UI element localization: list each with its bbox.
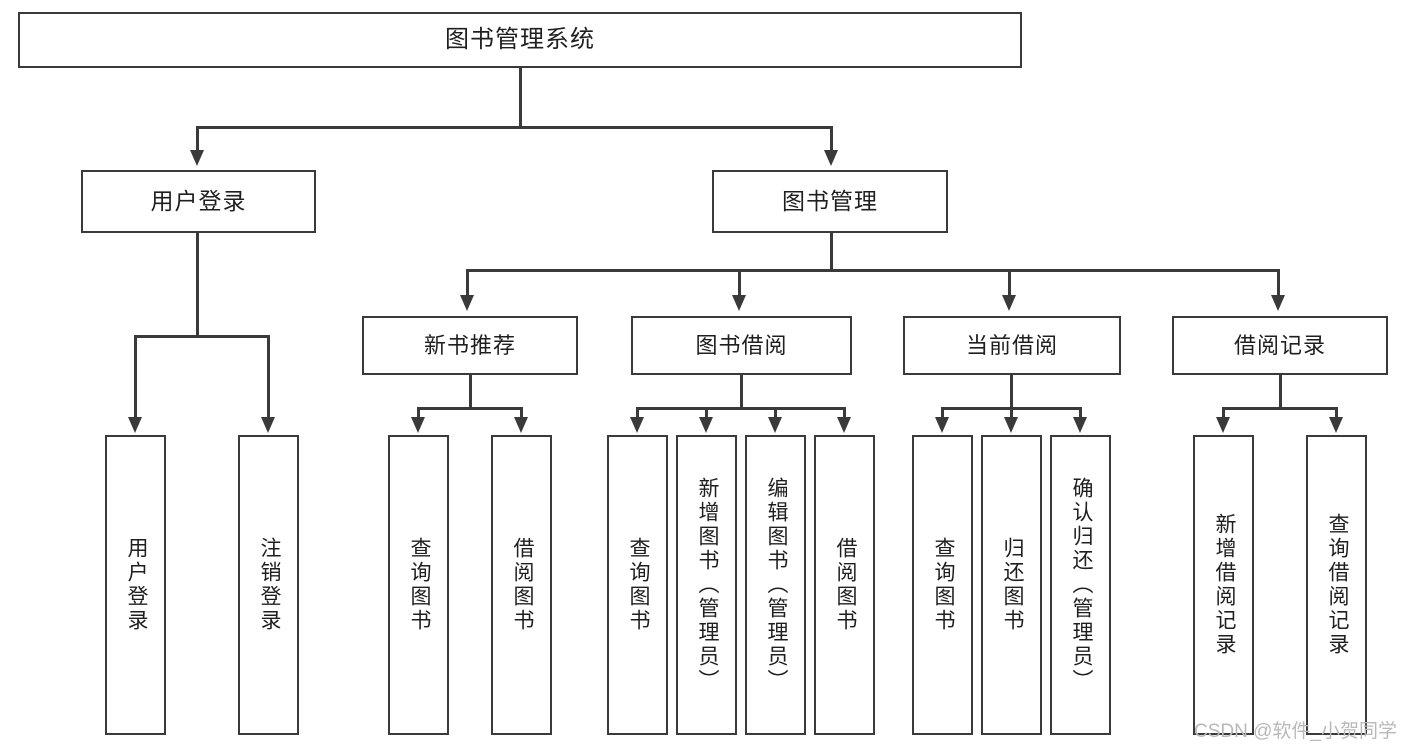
connector-new-book-bar — [417, 407, 523, 410]
connector-book-borrow-leaf-2 — [774, 407, 777, 419]
connector-new-book-leaf-0 — [417, 407, 420, 419]
connector-user-login-stem — [196, 233, 199, 335]
connector-user-login-leaf-1 — [267, 335, 270, 419]
connector-to-borrow-record — [1277, 269, 1280, 297]
arrow-borrow-record-leaf-1 — [1329, 417, 1343, 433]
leaf-book-borrow-2[interactable]: 编辑图书（管理员） — [745, 435, 806, 735]
node-current-borrow[interactable]: 当前借阅 — [903, 316, 1121, 375]
arrow-to-book-manage — [824, 150, 838, 166]
node-label: 查询图书 — [626, 537, 650, 633]
arrow-new-book-leaf-0 — [411, 417, 425, 433]
connector-to-book-borrow — [738, 269, 741, 297]
leaf-borrow-record-0[interactable]: 新增借阅记录 — [1193, 435, 1254, 735]
arrow-current-borrow-leaf-0 — [935, 417, 949, 433]
node-label: 借阅图书 — [510, 537, 534, 633]
leaf-user-login-0[interactable]: 用户登录 — [105, 435, 166, 735]
node-label: 图书管理 — [782, 188, 878, 215]
arrow-user-login-leaf-1 — [261, 417, 275, 433]
connector-new-book-leaf-1 — [520, 407, 523, 419]
node-label: 编辑图书（管理员） — [764, 477, 788, 693]
arrow-current-borrow-leaf-1 — [1004, 417, 1018, 433]
connector-book-borrow-bar — [636, 407, 846, 410]
connector-borrow-record-stem — [1279, 375, 1282, 407]
node-borrow-record[interactable]: 借阅记录 — [1172, 316, 1388, 375]
node-new-book-recommend[interactable]: 新书推荐 — [362, 316, 578, 375]
arrow-to-book-borrow — [732, 295, 746, 311]
connector-user-login-bar — [134, 335, 270, 338]
arrow-new-book-leaf-1 — [514, 417, 528, 433]
node-label: 查询借阅记录 — [1325, 513, 1349, 657]
node-root-system[interactable]: 图书管理系统 — [18, 12, 1022, 68]
arrow-book-borrow-leaf-2 — [768, 417, 782, 433]
arrow-book-borrow-leaf-0 — [630, 417, 644, 433]
node-label: 查询图书 — [407, 537, 431, 633]
node-label: 图书管理系统 — [445, 26, 595, 54]
leaf-book-borrow-3[interactable]: 借阅图书 — [814, 435, 875, 735]
arrow-to-current-borrow — [1002, 295, 1016, 311]
connector-user-login-leaf-0 — [134, 335, 137, 419]
connector-root-bar — [196, 126, 833, 129]
leaf-book-borrow-0[interactable]: 查询图书 — [607, 435, 668, 735]
connector-book-manage-bar — [466, 269, 1280, 272]
arrow-borrow-record-leaf-0 — [1216, 417, 1230, 433]
arrow-to-borrow-record — [1271, 295, 1285, 311]
leaf-book-borrow-1[interactable]: 新增图书（管理员） — [676, 435, 737, 735]
connector-book-borrow-leaf-1 — [705, 407, 708, 419]
node-label: 借阅记录 — [1233, 332, 1326, 358]
connector-current-borrow-leaf-2 — [1079, 407, 1082, 419]
node-book-manage[interactable]: 图书管理 — [712, 170, 948, 233]
connector-to-current-borrow — [1008, 269, 1011, 297]
node-label: 新增图书（管理员） — [695, 477, 719, 693]
node-label: 新书推荐 — [423, 332, 516, 358]
connector-new-book-stem — [469, 375, 472, 407]
connector-book-manage-stem — [830, 233, 833, 269]
node-label: 归还图书 — [1000, 537, 1024, 633]
connector-root-to-user-login — [196, 126, 199, 152]
arrow-book-borrow-leaf-1 — [699, 417, 713, 433]
leaf-current-borrow-0[interactable]: 查询图书 — [912, 435, 973, 735]
leaf-borrow-record-1[interactable]: 查询借阅记录 — [1306, 435, 1367, 735]
connector-root-to-book-manage — [830, 126, 833, 152]
node-label: 图书借阅 — [695, 332, 788, 358]
node-label: 查询图书 — [931, 537, 955, 633]
leaf-current-borrow-2[interactable]: 确认归还（管理员） — [1050, 435, 1111, 735]
connector-to-new-book — [466, 269, 469, 297]
node-label: 注销登录 — [257, 537, 281, 633]
node-label: 用户登录 — [124, 537, 148, 633]
connector-current-borrow-stem — [1010, 375, 1013, 407]
connector-root-stem — [519, 68, 522, 126]
arrow-current-borrow-leaf-2 — [1073, 417, 1087, 433]
connector-current-borrow-leaf-1 — [1010, 407, 1013, 419]
watermark-text: CSDN @软件_小贺同学 — [1194, 721, 1397, 742]
node-label: 借阅图书 — [833, 537, 857, 633]
leaf-user-login-1[interactable]: 注销登录 — [238, 435, 299, 735]
connector-borrow-record-leaf-1 — [1335, 407, 1338, 419]
leaf-new-book-0[interactable]: 查询图书 — [388, 435, 449, 735]
connector-book-borrow-leaf-0 — [636, 407, 639, 419]
node-label: 用户登录 — [150, 188, 247, 215]
connector-borrow-record-leaf-0 — [1222, 407, 1225, 419]
arrow-book-borrow-leaf-3 — [837, 417, 851, 433]
connector-book-borrow-leaf-3 — [843, 407, 846, 419]
leaf-new-book-1[interactable]: 借阅图书 — [491, 435, 552, 735]
node-label: 当前借阅 — [965, 332, 1058, 358]
node-user-login[interactable]: 用户登录 — [81, 170, 316, 233]
node-label: 确认归还（管理员） — [1069, 477, 1093, 693]
arrow-to-new-book — [460, 295, 474, 311]
node-label: 新增借阅记录 — [1212, 513, 1236, 657]
arrow-to-user-login — [190, 150, 204, 166]
leaf-current-borrow-1[interactable]: 归还图书 — [981, 435, 1042, 735]
arrow-user-login-leaf-0 — [128, 417, 142, 433]
node-book-borrow[interactable]: 图书借阅 — [631, 316, 852, 375]
connector-book-borrow-stem — [740, 375, 743, 407]
connector-borrow-record-bar — [1222, 407, 1338, 410]
connector-current-borrow-leaf-0 — [941, 407, 944, 419]
